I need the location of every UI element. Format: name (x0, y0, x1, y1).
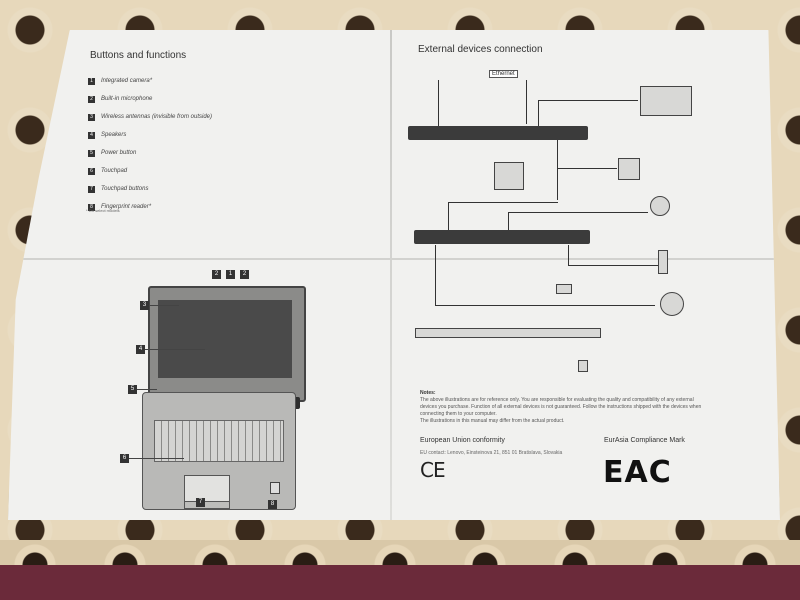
callout-label: 6 (120, 454, 129, 463)
floor (0, 565, 800, 600)
right-page-title: External devices connection (418, 44, 543, 55)
connection-line (508, 212, 648, 213)
touchpad-buttons-illustration (184, 501, 230, 509)
leader-line (137, 389, 157, 390)
leader-line (145, 349, 205, 350)
eu-conformity-title: European Union conformity (420, 437, 505, 444)
callout-label: 3 (140, 301, 149, 310)
connection-line (568, 265, 658, 266)
connection-line (448, 202, 558, 203)
external-monitor-illustration (640, 86, 692, 116)
connection-line (557, 140, 558, 200)
touchpad-illustration (184, 475, 230, 503)
callout-label: 4 (136, 345, 145, 354)
left-page-title: Buttons and functions (90, 50, 186, 61)
leader-line (149, 305, 179, 306)
notes-block: Notes: The above illustrations are for r… (420, 390, 710, 425)
laptop-screen-illustration (148, 286, 306, 402)
callout-label: 8 (268, 500, 277, 509)
notes-heading: Notes: (420, 390, 710, 397)
connection-line (435, 305, 655, 306)
headset-illustration (660, 292, 684, 316)
connection-line (568, 245, 569, 265)
eac-mark-logo: EAC (603, 455, 672, 490)
footnote: * On select models (86, 208, 120, 213)
connection-line (448, 202, 449, 232)
ethernet-label: Ethernet (489, 70, 518, 78)
eu-contact: EU contact: Lenovo, Einsteinova 21, 851 … (420, 450, 562, 456)
callout-label: 2 (212, 270, 221, 279)
notes-line: The above illustrations are for referenc… (420, 397, 710, 418)
ce-mark-logo: CE (420, 458, 445, 482)
connection-line (438, 80, 439, 126)
notes-line: The illustrations in this manual may dif… (420, 418, 710, 425)
connection-line (526, 80, 527, 124)
laptop-display (158, 300, 292, 378)
connection-line (557, 168, 617, 169)
card-reader-illustration (658, 250, 668, 274)
fingerprint-reader-illustration (270, 482, 280, 494)
laptop-side-view-right (414, 230, 590, 244)
laptop-side-view-left (408, 126, 588, 140)
connection-line (508, 212, 509, 232)
microphone-illustration (556, 284, 572, 294)
eac-title: EurAsia Compliance Mark (604, 437, 685, 444)
laptop-side-view-front (415, 328, 601, 338)
keyboard-illustration (154, 420, 284, 462)
callout-label: 7 (196, 498, 205, 507)
connection-line (435, 245, 436, 305)
callout-label: 5 (128, 385, 137, 394)
connection-line (538, 100, 638, 101)
callout-label: 2 (240, 270, 249, 279)
adapter-illustration (578, 360, 588, 372)
callout-label: 1 (226, 270, 235, 279)
external-display-illustration (494, 162, 524, 190)
disc-illustration (650, 196, 670, 216)
leader-line (129, 458, 184, 459)
vertical-fold (390, 30, 392, 520)
usb-devices-illustration (618, 158, 640, 180)
connection-line (538, 100, 539, 126)
